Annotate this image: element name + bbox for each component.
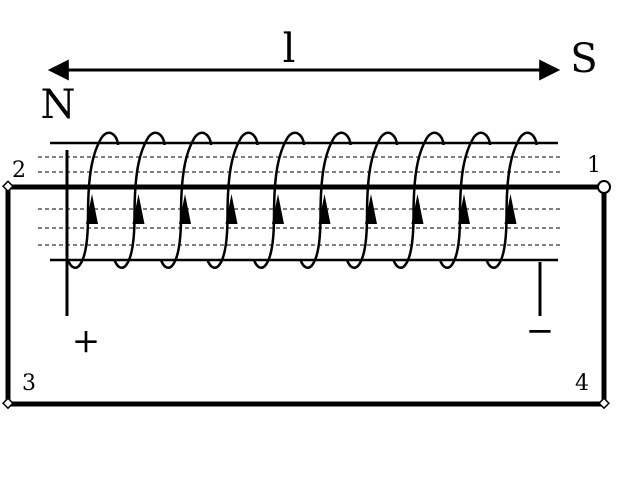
coil-turn <box>206 131 259 270</box>
positive-terminal-label: + <box>72 321 101 361</box>
corner-label-3: 3 <box>22 371 36 396</box>
coil-winding <box>66 131 538 270</box>
coil-turn <box>299 131 352 270</box>
coil-turn <box>159 131 213 270</box>
terminal-4 <box>597 397 611 410</box>
coil-turn <box>485 131 538 270</box>
current-direction-arrow <box>179 194 191 224</box>
current-direction-arrow <box>458 194 470 224</box>
current-direction-arrow <box>318 194 331 224</box>
north-pole-label: N <box>41 82 76 128</box>
current-direction-arrow <box>365 194 377 224</box>
coil-turn <box>252 131 306 270</box>
current-direction-arrow <box>225 194 238 224</box>
length-label: l <box>283 26 296 72</box>
coil-turn <box>392 131 445 270</box>
terminal-2 <box>1 180 15 193</box>
south-pole-label: S <box>570 36 597 82</box>
terminal-1 <box>597 180 611 194</box>
coil-turn <box>345 131 399 270</box>
current-direction-arrow <box>411 194 424 224</box>
coil-turn <box>438 131 492 270</box>
corner-label-2: 2 <box>12 158 26 183</box>
corner-label-4: 4 <box>575 371 589 396</box>
current-direction-arrow <box>272 194 284 224</box>
current-direction-arrow <box>86 194 98 224</box>
coil-turn <box>113 131 166 270</box>
negative-terminal-label: − <box>526 311 555 351</box>
current-direction-arrow <box>504 194 517 224</box>
field-lines <box>38 156 560 246</box>
current-direction-arrow <box>132 194 145 224</box>
terminal-3 <box>1 397 15 410</box>
corner-label-1: 1 <box>587 153 601 178</box>
coil-turn <box>66 131 120 270</box>
